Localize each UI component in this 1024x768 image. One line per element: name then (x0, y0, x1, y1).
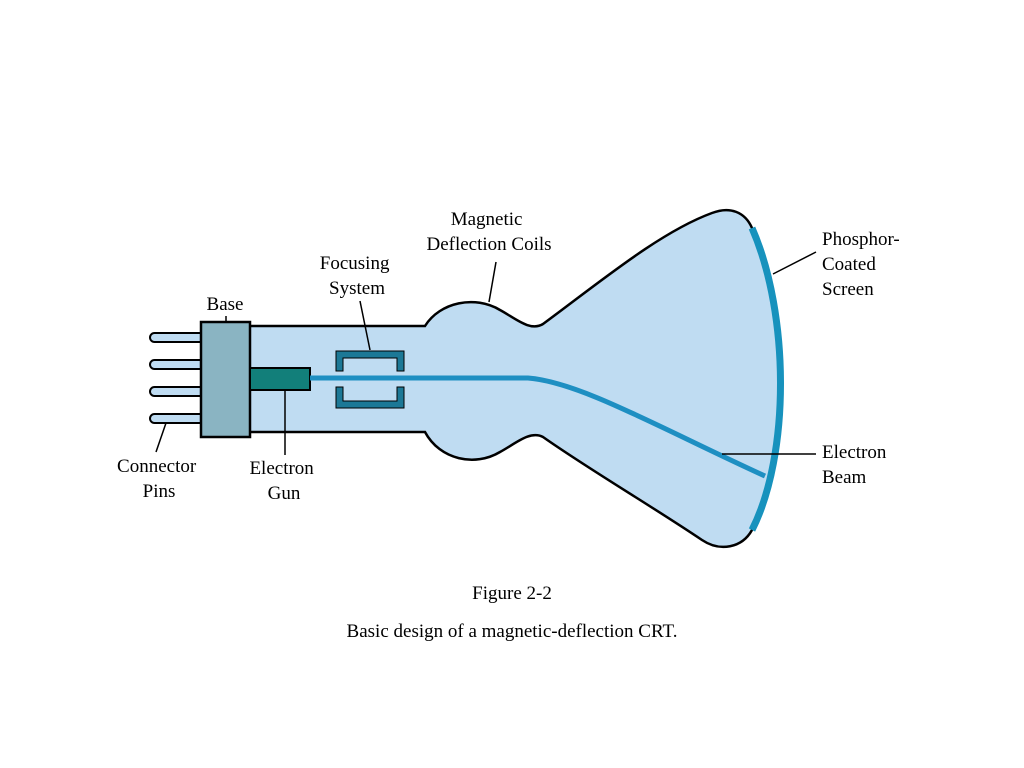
leader-phosphor-screen (772, 251, 817, 275)
label-focusing-system: Focusing System (320, 253, 394, 299)
label-magnetic-deflection-coils: Magnetic Deflection Coils (426, 209, 551, 255)
electron-gun (249, 367, 311, 391)
label-magnetic-deflection-line1: Magnetic (451, 209, 523, 230)
label-magnetic-deflection-line2: Deflection Coils (426, 234, 551, 255)
label-phosphor-line3: Screen (822, 279, 874, 300)
focusing-plates (335, 350, 405, 409)
leader-focusing-system (359, 300, 371, 351)
connector-pin (149, 359, 207, 370)
leader-connector-pins (155, 422, 167, 453)
label-focusing-system-line2: System (329, 278, 385, 299)
label-base: Base (207, 294, 244, 315)
label-electron-beam: Electron Beam (822, 442, 891, 488)
label-phosphor-coated-screen: Phosphor- Coated Screen (822, 229, 905, 300)
label-electron-beam-line1: Electron (822, 442, 887, 463)
focusing-plate-top (335, 350, 405, 372)
focusing-plate-bottom (335, 386, 405, 409)
connector-pin (149, 386, 207, 397)
electron-beam (310, 375, 767, 479)
phosphor-screen (748, 226, 784, 532)
leader-lines (155, 251, 817, 455)
connector-pin (149, 413, 207, 424)
connector-pin (149, 332, 207, 343)
label-connector-pins-line1: Connector (117, 456, 197, 477)
label-electron-gun-line2: Gun (268, 483, 301, 504)
tube-base (199, 320, 252, 439)
figure-caption: Basic design of a magnetic-deflection CR… (346, 621, 678, 642)
label-electron-gun-line1: Electron (249, 458, 314, 479)
label-connector-pins-line2: Pins (143, 481, 176, 502)
label-connector-pins: Connector Pins (117, 456, 201, 502)
connector-pins (149, 332, 207, 424)
label-focusing-system-line1: Focusing (320, 253, 390, 274)
label-phosphor-line2: Coated (822, 254, 876, 275)
leader-deflection-coils (488, 261, 497, 303)
label-electron-gun: Electron Gun (249, 458, 318, 504)
label-electron-beam-line2: Beam (822, 467, 867, 488)
label-phosphor-line1: Phosphor- (822, 229, 900, 250)
figure-number: Figure 2-2 (472, 583, 552, 604)
